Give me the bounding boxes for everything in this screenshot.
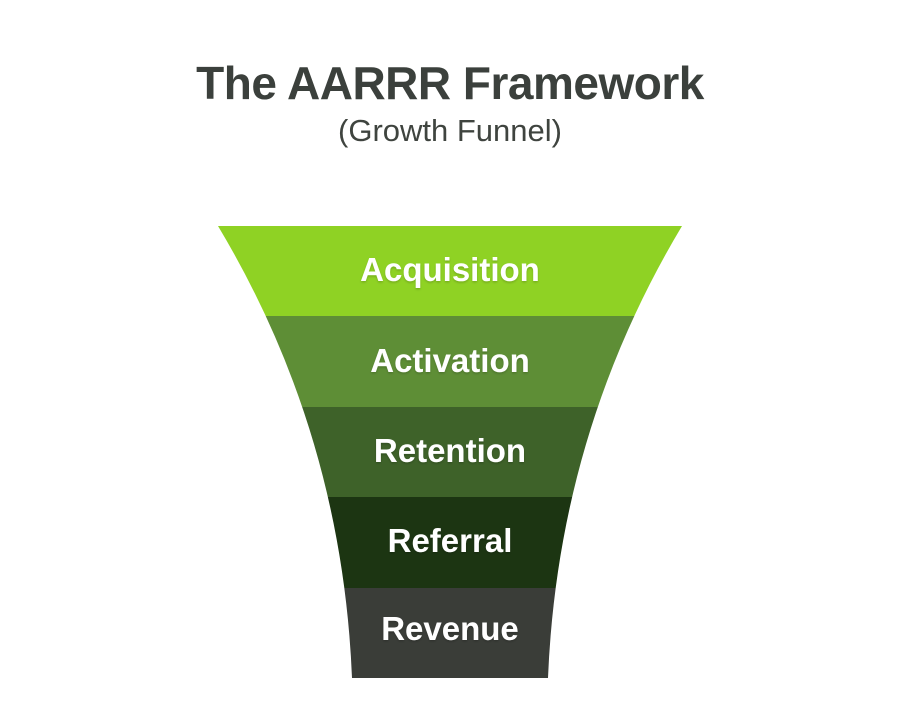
funnel-label-retention: Retention: [374, 432, 526, 469]
funnel-labels: Acquisition Activation Retention Referra…: [360, 251, 540, 647]
funnel-label-acquisition: Acquisition: [360, 251, 540, 288]
page-subtitle-text: (Growth Funnel): [338, 113, 562, 148]
page-subtitle: (Growth Funnel): [338, 113, 562, 148]
funnel-label-referral: Referral: [388, 522, 513, 559]
funnel-label-revenue: Revenue: [381, 610, 519, 647]
funnel-label-activation: Activation: [370, 342, 530, 379]
funnel-layer-acquisition: [218, 226, 682, 316]
page-title: The AARRR Framework: [196, 57, 705, 109]
